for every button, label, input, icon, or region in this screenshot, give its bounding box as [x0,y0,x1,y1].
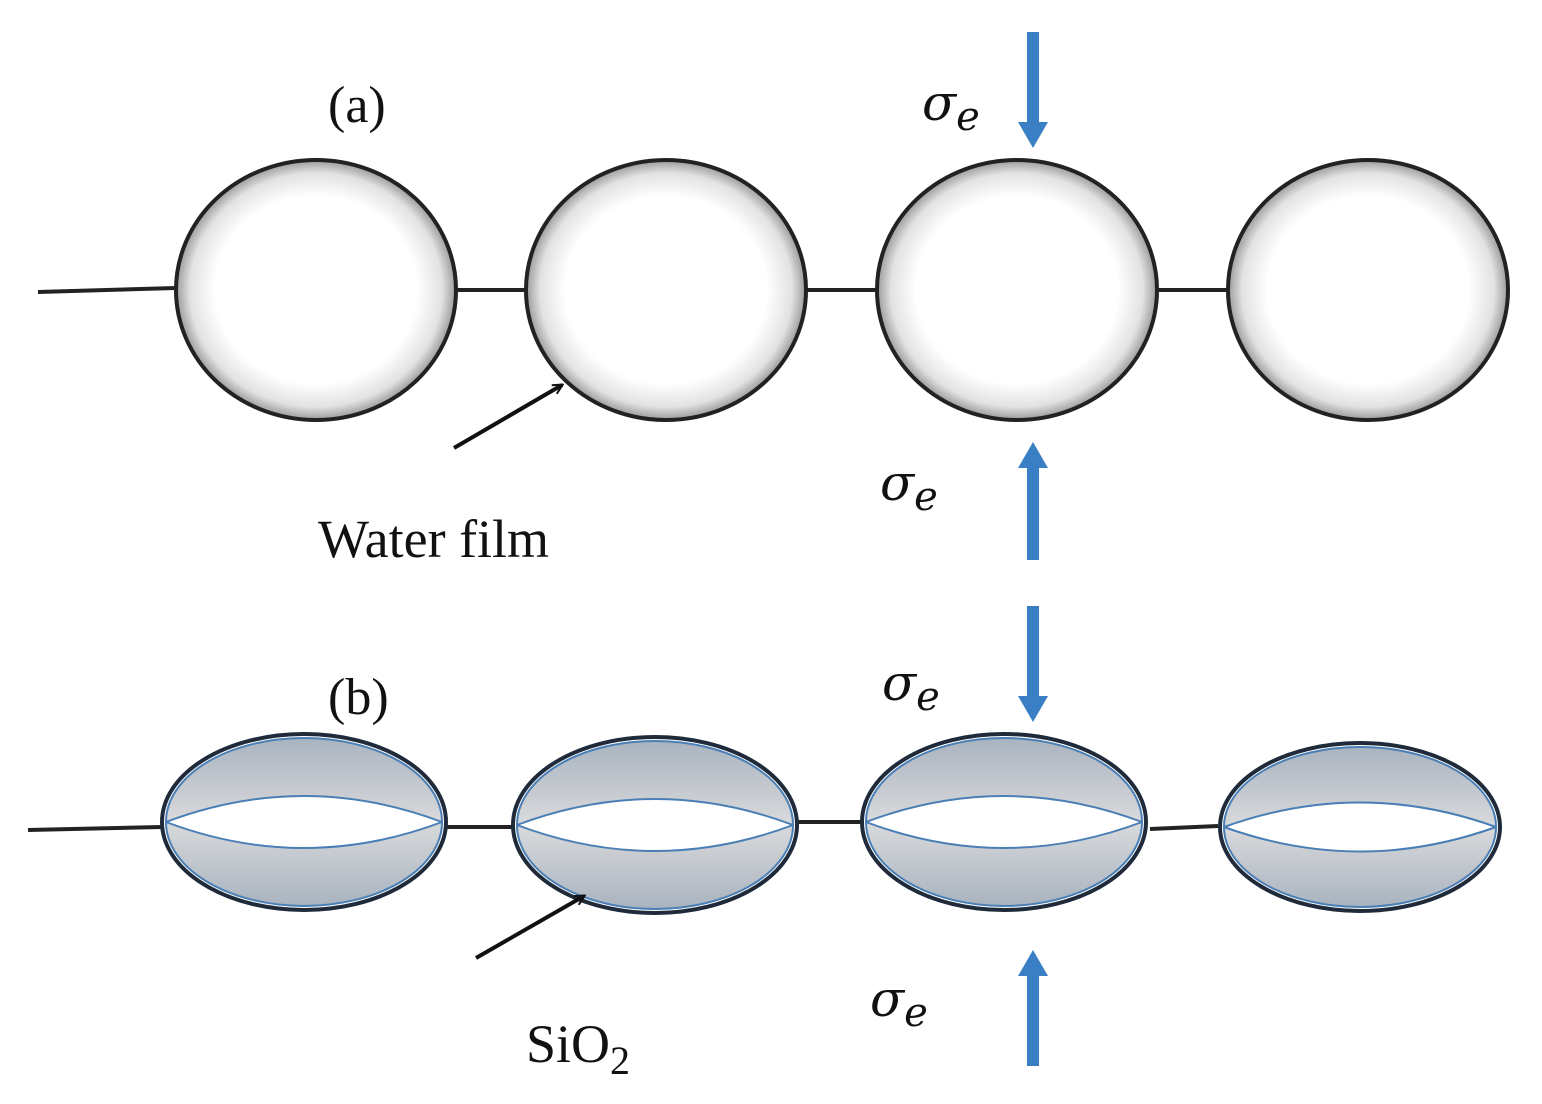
sigma-symbol: σ [882,654,918,712]
sigma-subscript: e [914,474,938,520]
sigma-symbol: σ [870,970,906,1028]
sigma-symbol: σ [880,454,916,512]
connector-line [27,825,163,832]
arrow-head [1018,442,1048,468]
connector-line [1149,824,1219,831]
stress-arrow-up-b [1018,950,1048,1066]
panel-b-particles [160,732,1502,915]
sio2-shell-top [1222,746,1498,829]
particle-sphere [875,158,1159,422]
sio2-shell-top [864,737,1144,824]
arrow-shaft [1027,466,1039,560]
sigma-symbol: σ [922,74,958,132]
sio2-subscript: 2 [610,1038,630,1083]
coated-particle [860,732,1148,912]
sio2-shell-bottom [164,820,444,907]
arrow-head [1018,950,1048,976]
sigma-subscript: e [916,674,940,720]
panel-b: (b) [27,606,1502,1083]
sio2-shell-top [515,740,795,827]
coated-particle [1218,741,1502,913]
stress-label-top-b: σe [882,654,940,720]
sio2-shell-bottom [1222,825,1498,908]
sio2-pointer-arrow [475,894,584,960]
sigma-subscript: e [956,94,980,140]
connector-line [37,286,177,294]
sio2-base: SiO [526,1014,610,1074]
arrow-head [1018,696,1048,722]
stress-arrow-down-b [1018,606,1048,722]
particle-sphere [524,158,808,422]
stress-arrow-down-a [1018,32,1048,148]
stress-label-top-a: σe [922,74,980,140]
water-film-label: Water film [318,509,549,569]
stress-label-bottom-a: σe [880,454,938,520]
panel-a: (a) Water film σe σe [37,32,1510,569]
arrow-head [1018,122,1048,148]
sio2-label: SiO2 [526,1014,630,1083]
sio2-shell-bottom [864,820,1144,907]
sio2-shell-top [164,737,444,824]
stress-arrow-up-a [1018,442,1048,560]
panel-a-particles [174,158,1510,422]
particle-sphere [174,158,458,422]
panel-a-connectors [37,286,1228,294]
panel-a-label: (a) [328,77,386,134]
panel-b-connectors [27,820,1219,832]
sigma-subscript: e [904,990,928,1036]
coated-particle [160,732,448,912]
sio2-shell-bottom [515,823,795,910]
arrow-shaft [1027,32,1039,124]
arrow-shaft [1027,606,1039,698]
water-film-pointer-arrow [452,383,562,450]
panel-b-label: (b) [328,669,389,726]
coated-particle [511,735,799,915]
stress-label-bottom-b: σe [870,970,928,1036]
particle-sphere [1226,158,1510,422]
arrow-shaft [1027,974,1039,1066]
